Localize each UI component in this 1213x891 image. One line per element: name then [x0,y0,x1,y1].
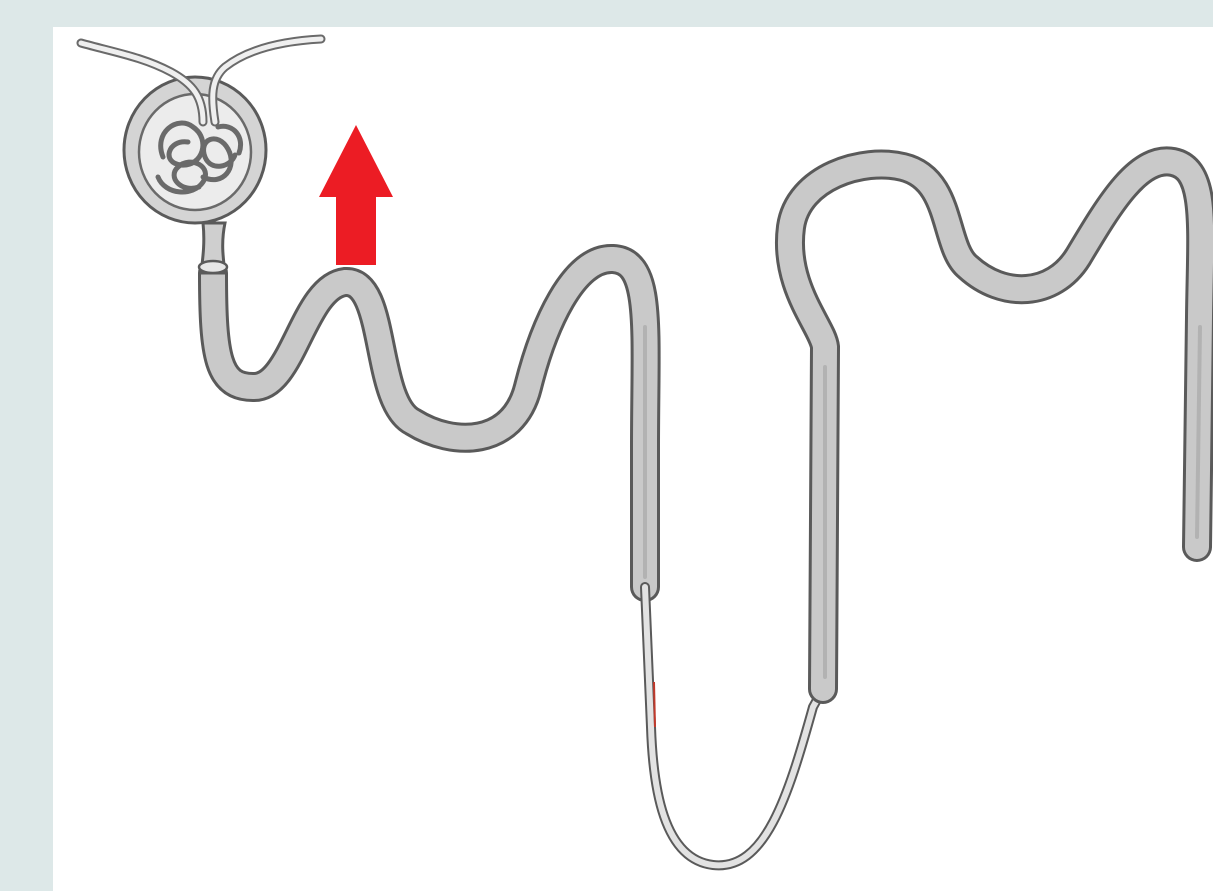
tubule-shading [645,327,1200,677]
nephron-diagram [53,27,1213,891]
proximal-convoluted-tubule [213,259,646,587]
diagram-panel [53,27,1213,891]
capsule-inner [139,94,251,210]
bowmans-capsule [124,77,266,273]
nephron-tubule [213,161,1201,865]
distal-convoluted-tubule [790,161,1201,689]
distal-convoluted-tubule-outline [790,161,1201,689]
capsule-neck-ring [199,261,227,273]
red-streak [654,682,655,727]
red-up-arrow [319,125,393,265]
loop-of-henle-outline [645,587,823,865]
